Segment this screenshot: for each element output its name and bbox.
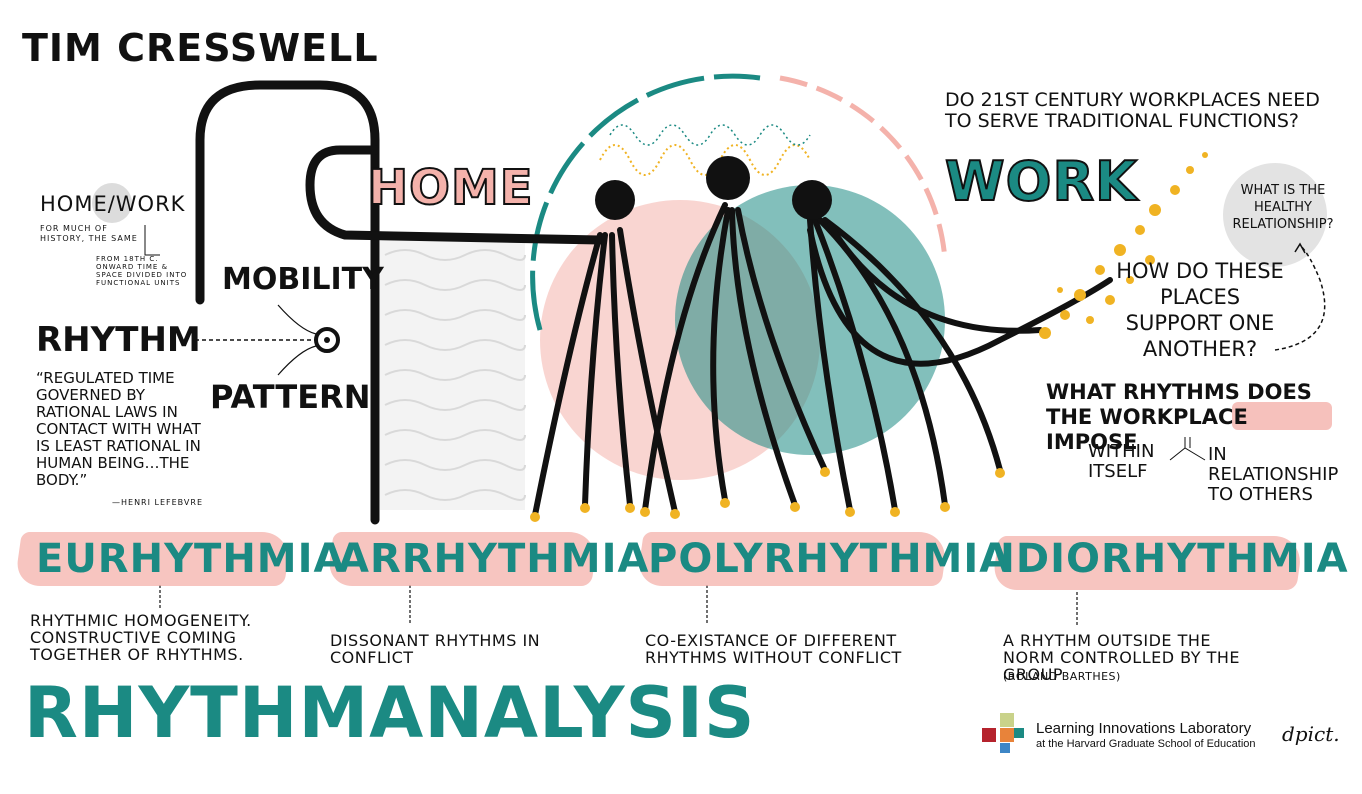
healthy-circle bbox=[1223, 163, 1327, 267]
mobility-label: MOBILITY bbox=[222, 262, 384, 297]
pattern-label: PATTERN bbox=[210, 378, 371, 416]
term-polyrhythmia: POLYRHYTHMIA bbox=[648, 536, 1012, 582]
impose-within: WITHIN ITSELF bbox=[1088, 441, 1155, 482]
term-idiorhythmia-desc: A RHYTHM OUTSIDE THE NORM CONTROLLED BY … bbox=[1003, 631, 1241, 684]
lab-logo-icon bbox=[982, 713, 1030, 757]
gold-dots bbox=[530, 152, 1208, 522]
home-work-note-1: FOR MUCH OF HISTORY, THE SAME bbox=[40, 224, 138, 243]
lab-name: Learning Innovations Laboratory bbox=[1036, 720, 1252, 737]
arc-teal bbox=[530, 73, 761, 331]
question-traditional: DO 21st CENTURY WORKPLACES NEED to SERVE… bbox=[945, 89, 1320, 132]
question-support: HOW DO THESE PLACES SUPPORT ONE ANOTHER? bbox=[1116, 259, 1284, 361]
teal-blob bbox=[675, 185, 945, 455]
term-eurhythmia-desc: RHYTHMIC HOMOGENEITY. CONSTRUCTIVE COMIN… bbox=[30, 611, 252, 664]
term-idiorhythmia-source: (ROLAND BARTHES) bbox=[1003, 670, 1121, 683]
thought-squiggle-2 bbox=[609, 124, 811, 146]
home-work-circle bbox=[92, 183, 132, 223]
term-idiorhythmia: IDIORHYTHMIA bbox=[1000, 536, 1349, 582]
main-title: RHYTHMANALYSIS bbox=[24, 672, 756, 754]
impose-relationship: in RELATIONSHIP to OTHERS bbox=[1208, 444, 1339, 505]
wave-texture bbox=[380, 235, 526, 510]
rhythm-title: RHYTHM bbox=[36, 320, 201, 360]
home-work-title: HOME/WORK bbox=[40, 192, 186, 216]
question-rhythms: WHAT RHYTHMS DOES THE WORKPLACE IMPOSE bbox=[1046, 380, 1312, 454]
node-icon bbox=[314, 327, 340, 353]
term-arrhythmia-desc: DISSONANT RHYTHMS in CONFLICT bbox=[330, 631, 541, 667]
work-label: WORK bbox=[944, 149, 1138, 214]
home-frame bbox=[195, 80, 605, 525]
rhythm-attribution: —HENRI LEFEBVRE bbox=[112, 498, 204, 507]
home-work-note-2: FROM 18th C. ONWARD TIME & SPACE DIVIDED… bbox=[96, 255, 188, 287]
arc-pink bbox=[779, 75, 948, 261]
lab-subtitle: at the Harvard Graduate School of Educat… bbox=[1036, 738, 1256, 750]
head-3 bbox=[792, 180, 832, 220]
head-2 bbox=[706, 156, 750, 200]
rhythm-quote: “REGULATED TIME GOVERNED BY RATIONAL LAW… bbox=[36, 369, 201, 489]
term-polyrhythmia-desc: CO-EXISTANCE OF DIFFERENT RHYTHMS WITHOU… bbox=[645, 631, 902, 667]
signature: dpict. bbox=[1282, 722, 1340, 746]
thought-squiggle bbox=[599, 144, 811, 176]
question-healthy: WHAT IS THE HEALTHY RELATIONSHIP? bbox=[1232, 183, 1334, 232]
figures bbox=[532, 202, 1113, 518]
arrow-icon bbox=[1274, 244, 1326, 351]
impose-highlight bbox=[1232, 402, 1332, 430]
home-label: HOME bbox=[367, 159, 534, 217]
term-eurhythmia: EURHYTHMIA bbox=[36, 536, 346, 582]
author-name: TIM CRESSWELL bbox=[22, 26, 379, 70]
head-1 bbox=[595, 180, 635, 220]
term-arrhythmia: ARRHYTHMIA bbox=[338, 536, 650, 582]
